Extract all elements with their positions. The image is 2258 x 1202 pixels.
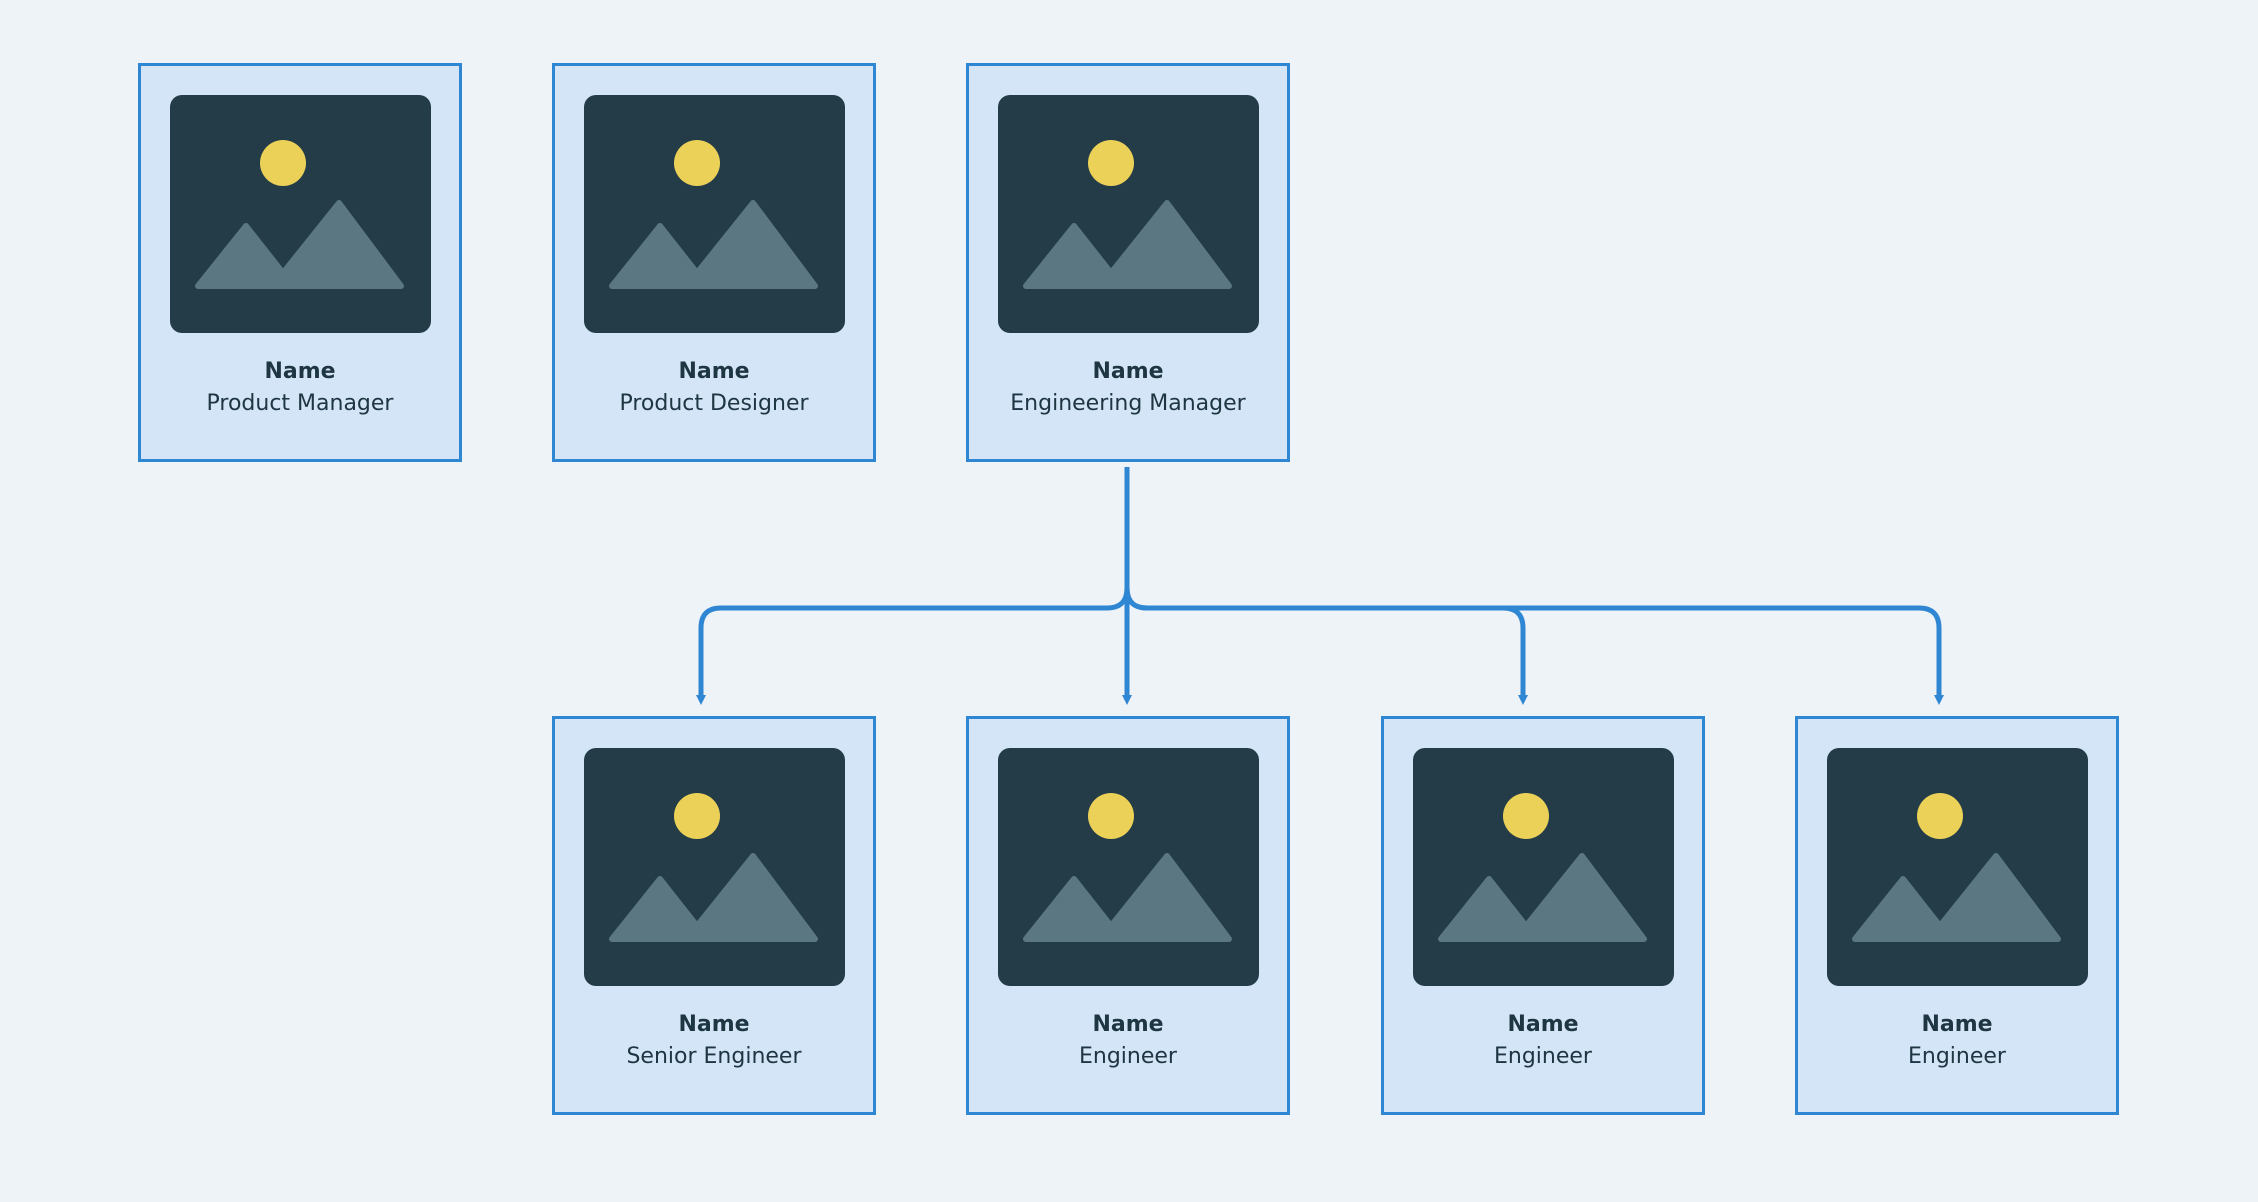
card-name: Name bbox=[678, 359, 750, 384]
connector-to-senior-engineer bbox=[696, 587, 1130, 705]
card-name: Name bbox=[264, 359, 336, 384]
card-role: Engineering Manager bbox=[1010, 391, 1246, 416]
card-name: Name bbox=[1507, 1012, 1579, 1037]
connector-to-engineer-3 bbox=[1124, 587, 1944, 705]
card-name: Name bbox=[1921, 1012, 1993, 1037]
card-product-manager[interactable]: Name Product Manager bbox=[138, 63, 462, 462]
card-role: Engineer bbox=[1908, 1044, 2006, 1069]
card-role: Product Manager bbox=[206, 391, 394, 416]
card-senior-engineer[interactable]: Name Senior Engineer bbox=[552, 716, 876, 1115]
image-placeholder-icon bbox=[998, 95, 1259, 333]
image-placeholder-icon bbox=[584, 95, 845, 333]
connector-to-engineer-2 bbox=[1124, 587, 1528, 705]
card-engineer-1[interactable]: Name Engineer bbox=[966, 716, 1290, 1115]
image-placeholder-icon bbox=[170, 95, 431, 333]
card-engineer-3[interactable]: Name Engineer bbox=[1795, 716, 2119, 1115]
card-engineer-2[interactable]: Name Engineer bbox=[1381, 716, 1705, 1115]
image-placeholder-icon bbox=[998, 748, 1259, 986]
card-name: Name bbox=[678, 1012, 750, 1037]
card-role: Engineer bbox=[1079, 1044, 1177, 1069]
image-placeholder-icon bbox=[1827, 748, 2088, 986]
image-placeholder-icon bbox=[584, 748, 845, 986]
card-role: Senior Engineer bbox=[626, 1044, 802, 1069]
card-role: Engineer bbox=[1494, 1044, 1592, 1069]
card-engineering-manager[interactable]: Name Engineering Manager bbox=[966, 63, 1290, 462]
image-placeholder-icon bbox=[1413, 748, 1674, 986]
card-product-designer[interactable]: Name Product Designer bbox=[552, 63, 876, 462]
card-name: Name bbox=[1092, 1012, 1164, 1037]
card-role: Product Designer bbox=[619, 391, 809, 416]
card-name: Name bbox=[1092, 359, 1164, 384]
